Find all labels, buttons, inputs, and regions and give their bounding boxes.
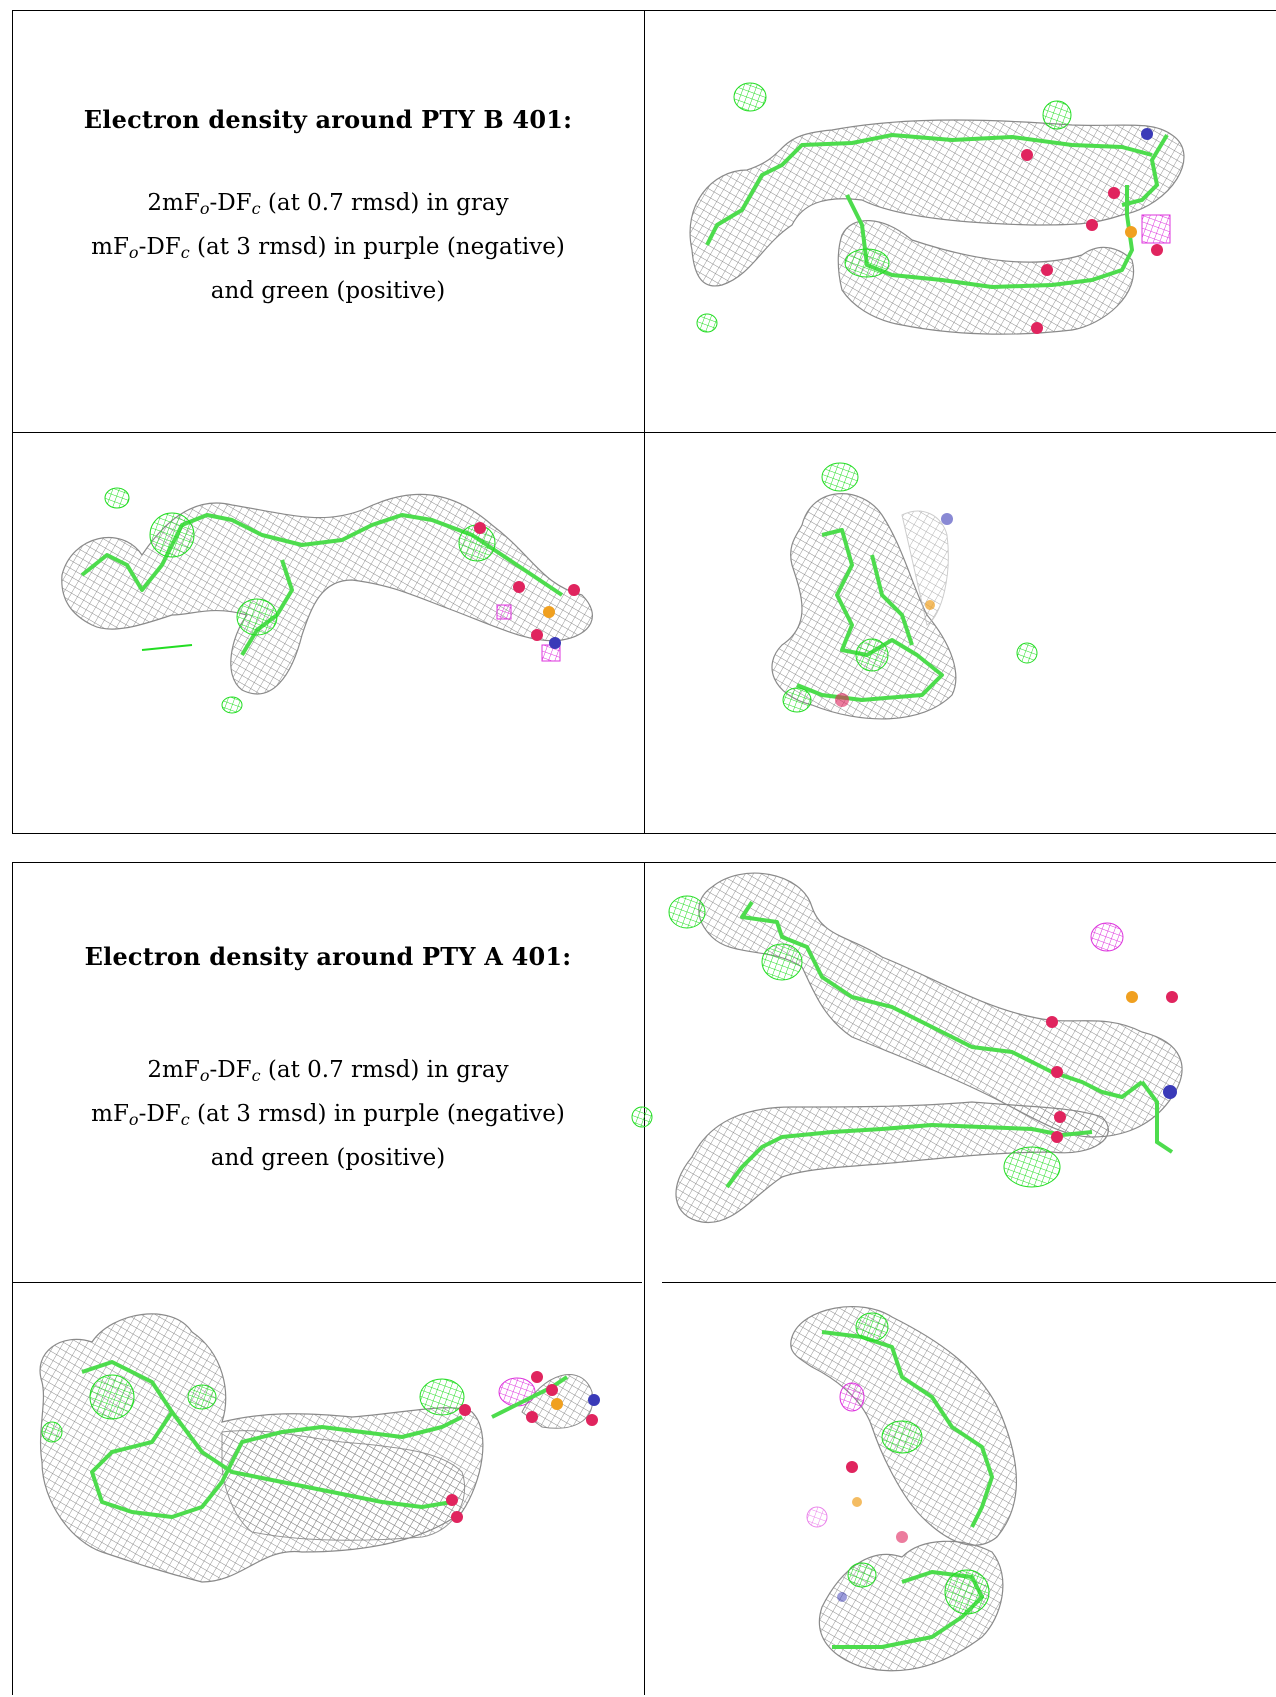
panel-title: Electron density around PTY B 401: [83, 105, 573, 134]
panel-title: Electron density around PTY A 401: [84, 942, 572, 971]
caption-cell: Electron density around PTY B 401: 2mFo-… [12, 105, 644, 310]
density-map-view-5 [39, 1313, 600, 1583]
density-map-view-3 [771, 462, 1038, 720]
table-border-middle-left [12, 1282, 642, 1283]
density-map-view-1 [689, 82, 1185, 335]
table-border-center [644, 862, 645, 1695]
density-panel-b401: Electron density around PTY B 401: 2mFo-… [12, 10, 1276, 834]
density-legend: 2mFo-DFc (at 0.7 rmsd) in gray mFo-DFc (… [12, 1051, 644, 1177]
density-panel-a401: Electron density around PTY A 401: 2mFo-… [12, 862, 1276, 1695]
table-border-left [12, 10, 13, 834]
legend-line-2fo: 2mFo-DFc (at 0.7 rmsd) in gray [147, 190, 509, 218]
density-legend: 2mFo-DFc (at 0.7 rmsd) in gray mFo-DFc (… [12, 184, 644, 310]
table-border-middle-right [662, 1282, 1276, 1283]
legend-line-colors: and green (positive) [210, 1145, 446, 1171]
density-map-view-6 [790, 1306, 1017, 1672]
density-map-view-2 [61, 487, 593, 714]
legend-line-fo: mFo-DFc (at 3 rmsd) in purple (negative) [91, 1101, 565, 1129]
legend-line-fo: mFo-DFc (at 3 rmsd) in purple (negative) [91, 234, 565, 262]
caption-cell: Electron density around PTY A 401: 2mFo-… [12, 942, 644, 1177]
density-map-view-4 [631, 872, 1183, 1224]
legend-line-colors: and green (positive) [210, 278, 446, 304]
legend-line-2fo: 2mFo-DFc (at 0.7 rmsd) in gray [147, 1057, 509, 1085]
table-border-left [12, 862, 13, 1695]
table-border-center [644, 10, 645, 834]
